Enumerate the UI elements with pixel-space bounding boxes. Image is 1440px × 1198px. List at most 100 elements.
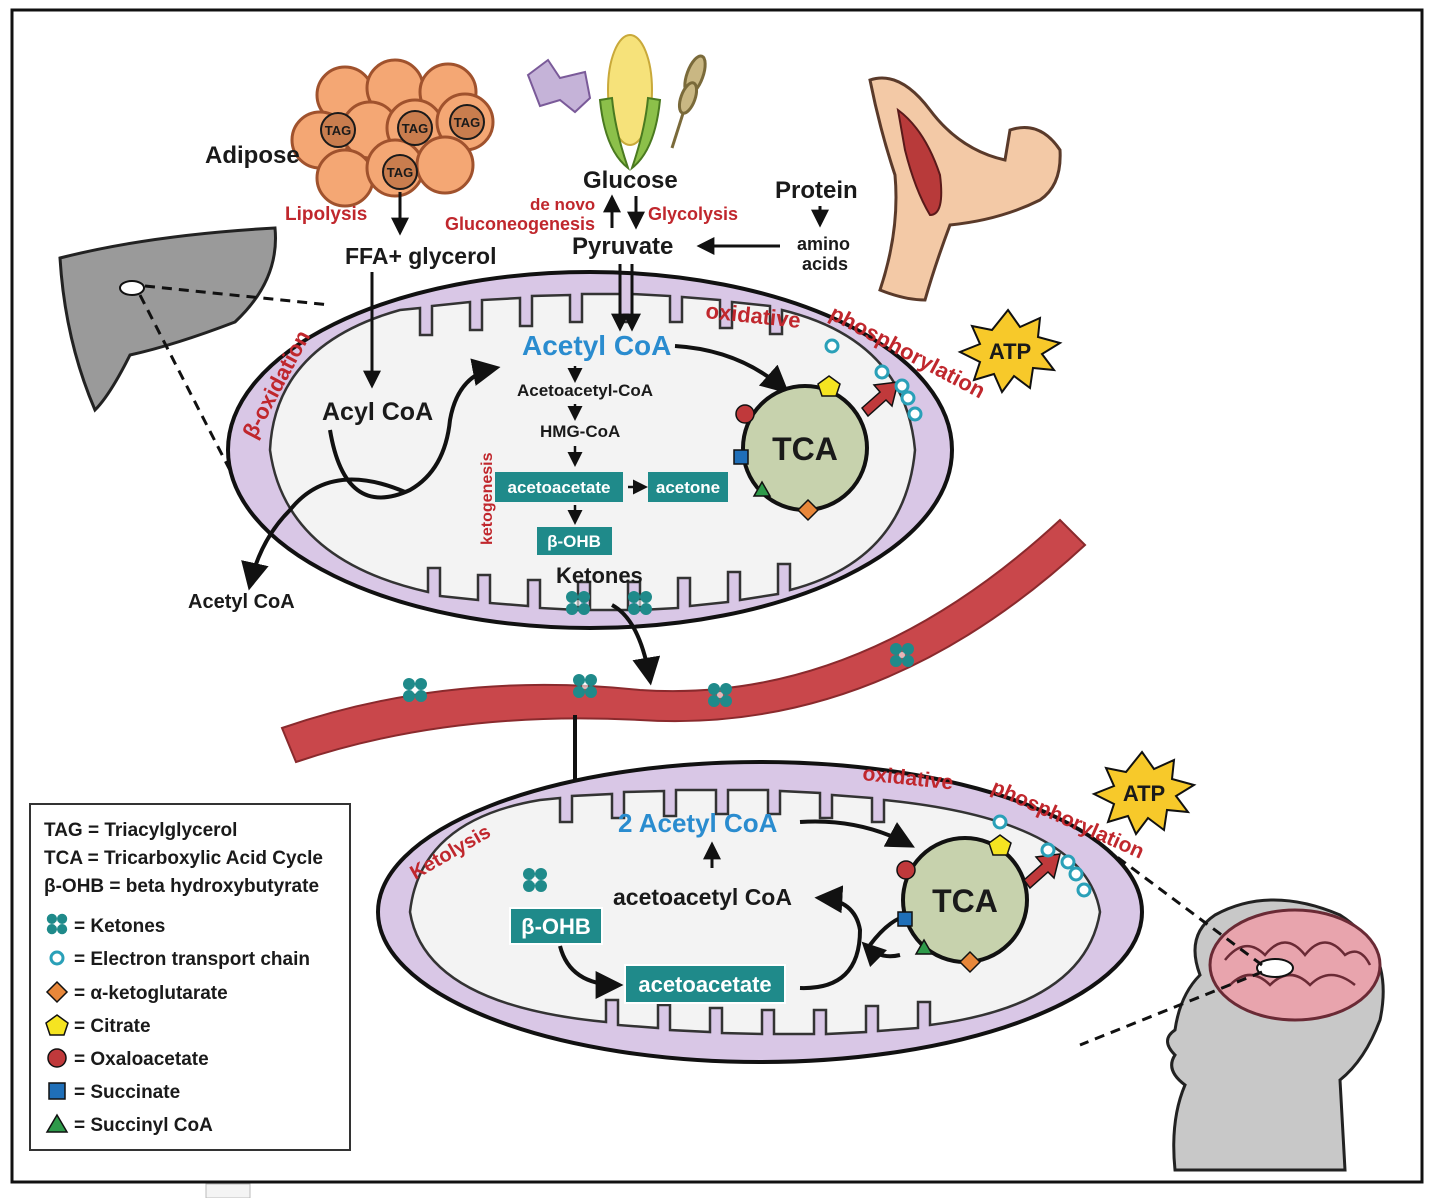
legend-item-oxaloacetate: = Oxaloacetate: [74, 1049, 209, 1070]
acetylcoa-to-tca-arrow: [674, 344, 790, 394]
acylcoa-to-acetylcoa-arrow: [328, 358, 501, 500]
acetyl-coa-out-label: Acetyl CoA: [188, 591, 295, 613]
protein-label: Protein: [775, 177, 858, 204]
square-icon: [48, 1082, 66, 1100]
legend-definition: TAG = Triacylglycerol: [44, 820, 237, 841]
legend-item-alpha-ketoglutarate: = α-ketoglutarate: [74, 983, 228, 1004]
etc-icon: [1040, 842, 1056, 858]
bohb-label: β-OHB: [521, 914, 591, 939]
etc-icon: [907, 406, 923, 422]
liver-mitochondrion: [226, 270, 954, 630]
alpha-ketoglutarate-diamond-icon: [796, 498, 820, 522]
candy-icon: [526, 58, 592, 114]
acids-label: acids: [802, 254, 848, 274]
zoom-line: [144, 284, 331, 307]
wheat-icon: [670, 54, 707, 149]
tca-label: TCA: [772, 431, 838, 467]
tag-label: TAG: [325, 123, 351, 138]
alpha-ketoglutarate-diamond-icon: [958, 950, 982, 974]
tag-label: TAG: [454, 115, 480, 130]
tag-label: TAG: [402, 121, 428, 136]
atp-burst-icon: [1091, 750, 1197, 836]
citrate-pentagon-icon: [988, 834, 1012, 856]
human-head-icon: [1166, 898, 1385, 1172]
gluconeogenesis-label: Gluconeogenesis: [445, 214, 595, 234]
hmg-coa-label: HMG-CoA: [540, 422, 620, 441]
ketones-to-blood-arrow: [610, 603, 661, 686]
two-acetyl-coa-label: 2 Acetyl CoA: [618, 808, 778, 838]
acetoacetate-box: [624, 964, 786, 1004]
acetone-box: [648, 472, 728, 502]
glycolysis-label: Glycolysis: [648, 204, 738, 224]
citrate-pentagon-icon: [817, 375, 841, 397]
tag-label: TAG: [387, 165, 413, 180]
pyruvate-label: Pyruvate: [572, 233, 673, 260]
lipolysis-label: Lipolysis: [285, 204, 367, 225]
corn-icon: [598, 34, 662, 171]
acetoacetyl-coa-label: acetoacetyl CoA: [613, 884, 792, 910]
brain-mitochondrion: [376, 760, 1144, 1064]
acetoacetate-label: acetoacetate: [638, 972, 771, 997]
etc-icon: [1060, 854, 1076, 870]
muscle-arm-icon: [868, 76, 1062, 302]
bohb-box: [509, 907, 603, 945]
legend-definition: TCA = Tricarboxylic Acid Cycle: [44, 848, 323, 869]
blood-vessel: [280, 518, 1087, 764]
bohb-to-acetoacetate-arrow: [558, 945, 624, 999]
adipose-label: Adipose: [205, 142, 300, 169]
atp-label: ATP: [1123, 781, 1165, 806]
acetone-label: acetone: [656, 478, 720, 497]
legend-box: [29, 803, 351, 1151]
bohb-label: β-OHB: [547, 532, 601, 551]
bottom-tab: [205, 1183, 251, 1198]
zoom-line: [138, 294, 237, 481]
tca-to-etc-arrow: [1022, 853, 1061, 890]
acetoacetate-label: acetoacetate: [507, 478, 610, 497]
legend: TAG = Triacylglycerol TCA = Tricarboxyli…: [29, 803, 351, 1151]
circle-icon: [47, 1048, 67, 1068]
acetoacetyl-coa-label: Acetoacetyl-CoA: [517, 381, 653, 400]
etc-icon: [900, 390, 916, 406]
succinylcoa-loop: [861, 941, 901, 968]
etc-icon: [1076, 882, 1092, 898]
ketones-label: Ketones: [556, 563, 643, 588]
etc-icon: [992, 814, 1008, 830]
ffa-glycerol-label: FFA+ glycerol: [345, 243, 496, 269]
etc-icon: [824, 338, 840, 354]
triangle-icon: [45, 1113, 69, 1133]
legend-item-citrate: = Citrate: [74, 1016, 151, 1037]
ring-icon: [49, 950, 65, 966]
acyl-coa-label: Acyl CoA: [322, 398, 433, 426]
adipose-tissue-icon: [290, 58, 495, 208]
legend-item-etc: = Electron transport chain: [74, 949, 310, 970]
diamond-icon: [45, 980, 69, 1004]
legend-definition: β-OHB = beta hydroxybutyrate: [44, 876, 319, 897]
bohb-box: [537, 527, 612, 555]
amino-label: amino: [797, 234, 850, 254]
legend-item-ketones: = Ketones: [74, 916, 165, 937]
acetylcoa-to-tca-arrow: [799, 819, 915, 848]
atp-label: ATP: [989, 339, 1031, 364]
oxaloacetate-circle-icon: [735, 404, 755, 424]
de-novo-label: de novo: [530, 195, 595, 214]
etc-icon: [1068, 866, 1084, 882]
acetylcoa-export-arrow: [241, 477, 406, 591]
tca-to-etc-arrow: [860, 381, 899, 418]
acetoacetate-box: [495, 472, 623, 502]
acetoacetate-to-tca-loop: [799, 885, 863, 991]
etc-icon: [894, 378, 910, 394]
tag-labels: [320, 104, 485, 190]
legend-item-succinate: = Succinate: [74, 1082, 180, 1103]
succinyl-coa-triangle-icon: [914, 938, 934, 955]
liver-icon: [58, 226, 277, 413]
tca-label: TCA: [932, 883, 998, 919]
succinate-square-icon: [733, 449, 749, 465]
pentagon-icon: [45, 1014, 69, 1036]
atp-burst-icon: [957, 308, 1063, 394]
succinyl-coa-triangle-icon: [752, 480, 772, 497]
ketogenesis-label: ketogenesis: [479, 452, 496, 545]
oxaloacetate-circle-icon: [896, 860, 916, 880]
acetyl-coa-label: Acetyl CoA: [522, 330, 671, 361]
inner-membrane: [268, 292, 917, 612]
